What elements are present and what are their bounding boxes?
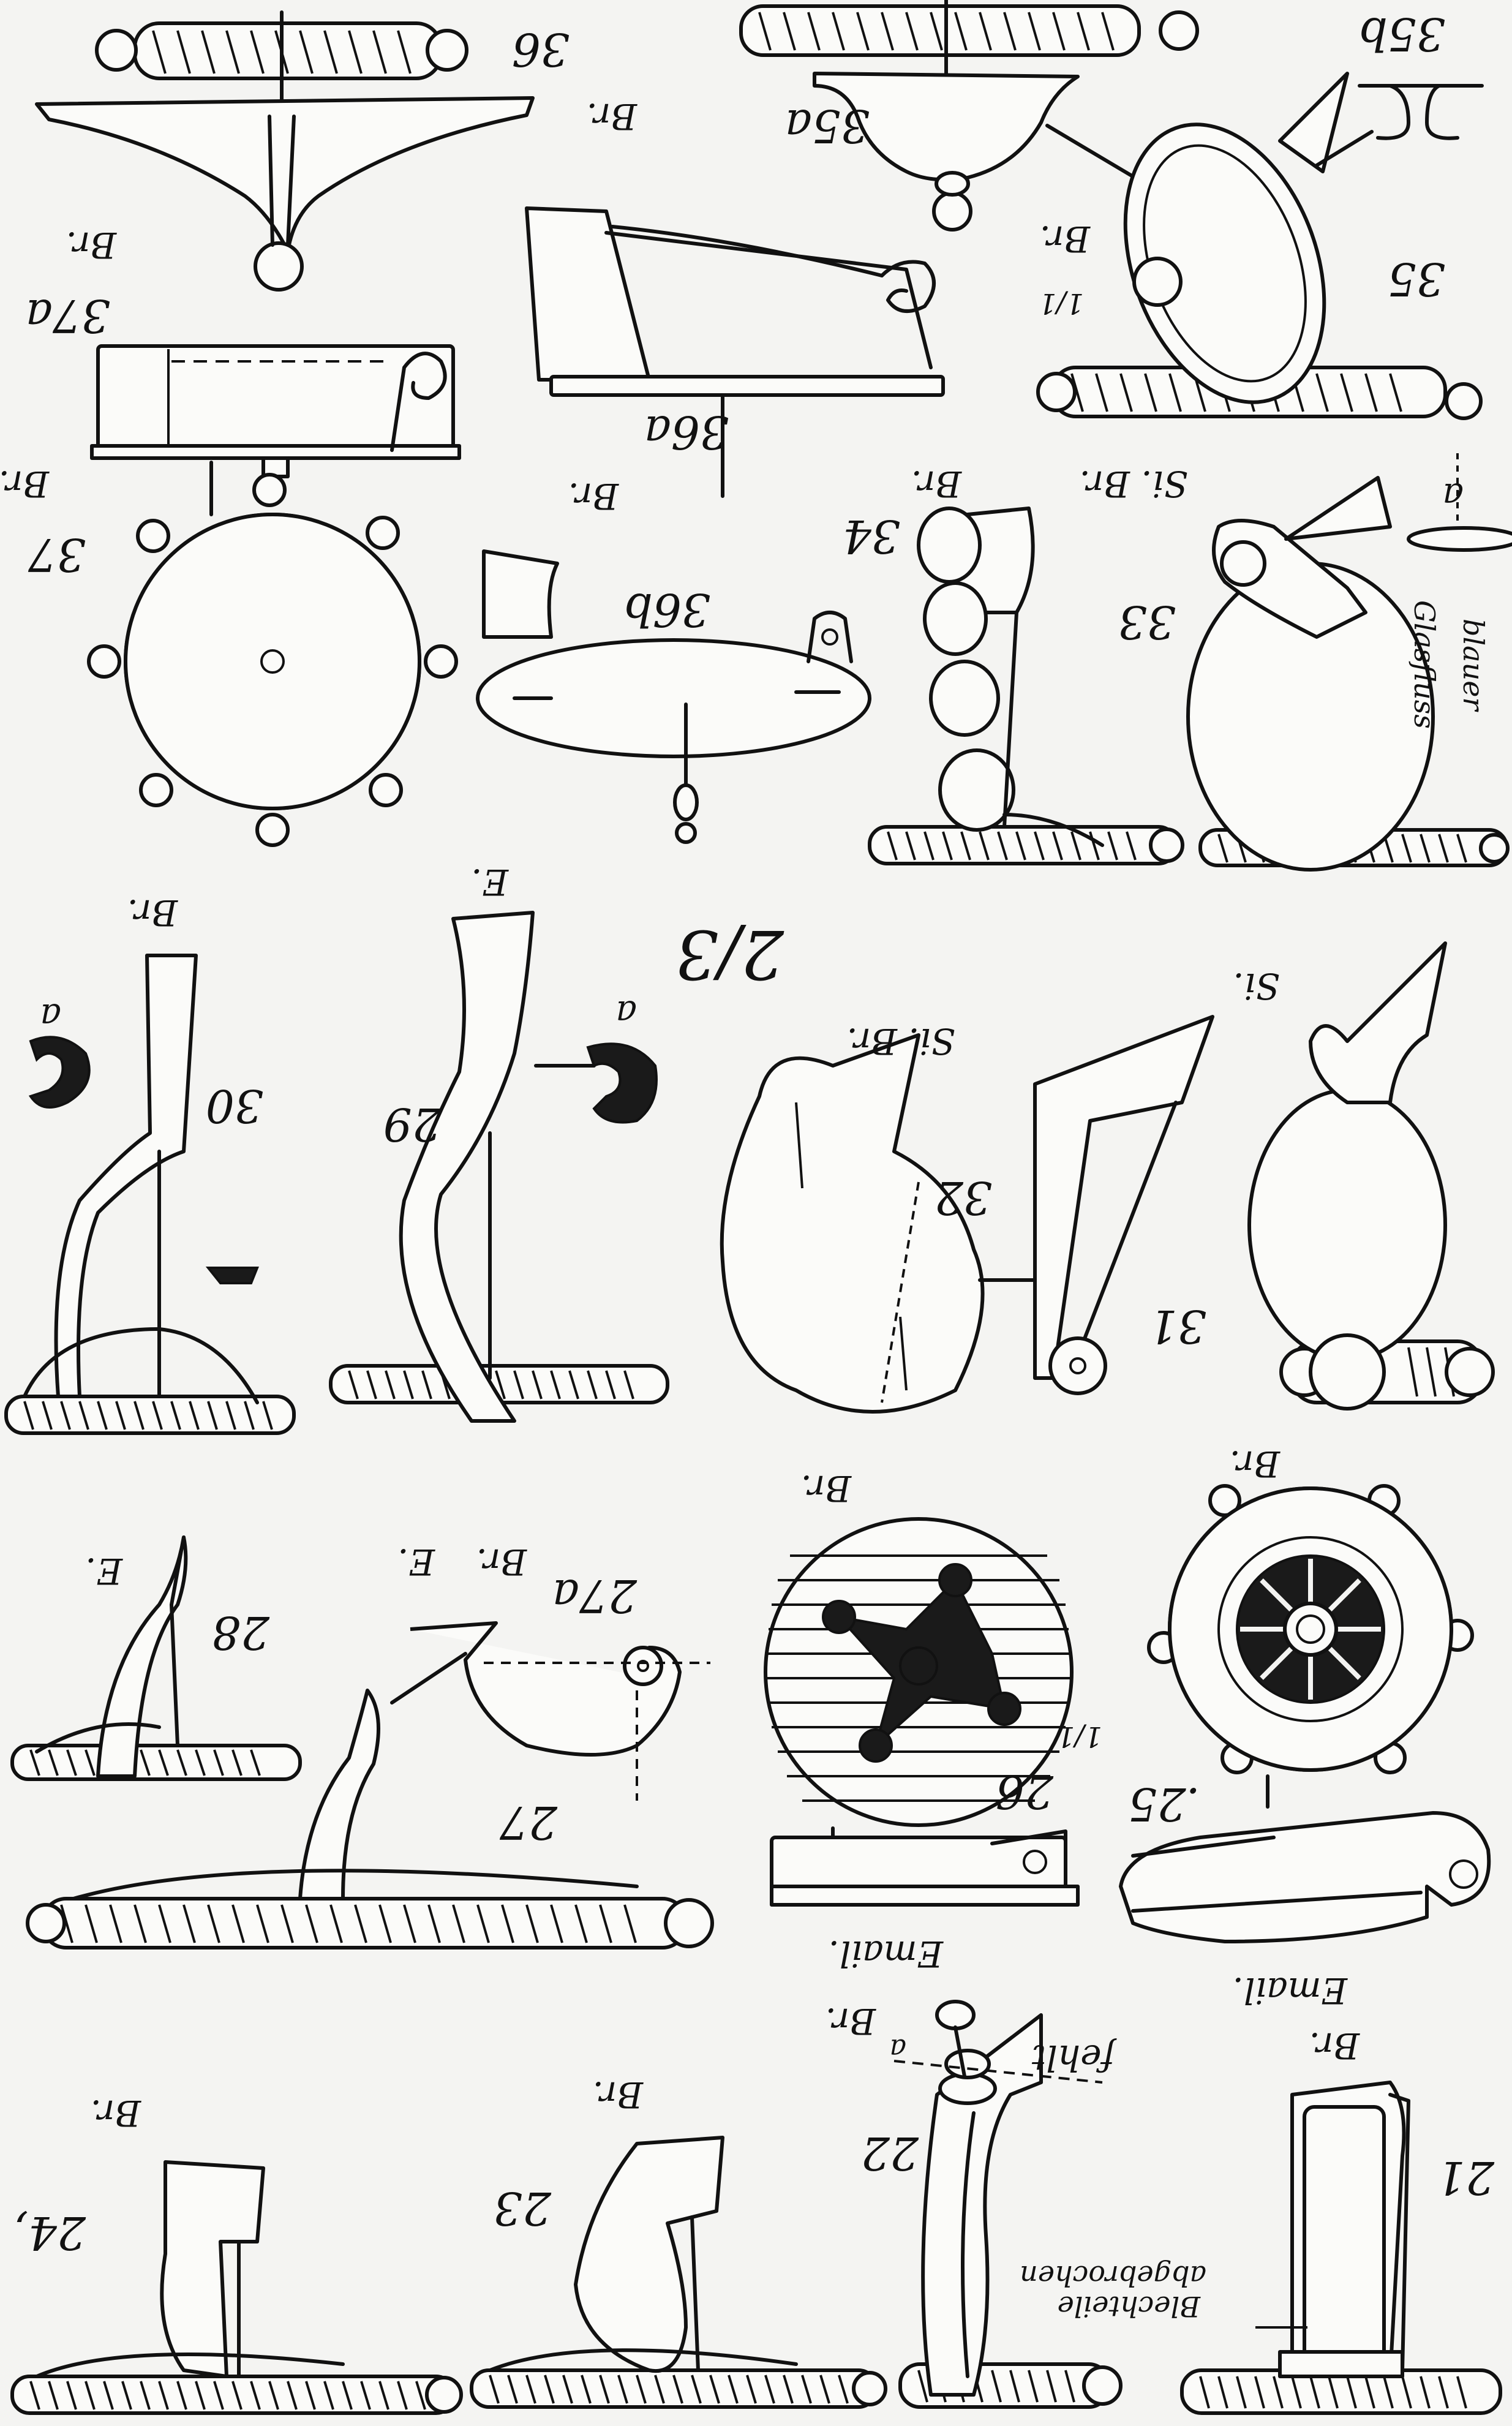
- figure-35-drawing: [1036, 72, 1483, 420]
- label-36b: 36b: [623, 583, 710, 636]
- figure-28-drawing: [10, 1535, 302, 1781]
- label-32: 32: [935, 1171, 992, 1224]
- label-br-34: Br.: [911, 463, 962, 505]
- figure-35a-drawing: [739, 0, 1199, 232]
- label-fehlt: fehlt: [1031, 2037, 1117, 2079]
- label-35: 35: [1388, 252, 1445, 305]
- plate-number: 2/3: [675, 915, 784, 993]
- label-23: 23: [494, 2182, 552, 2234]
- figure-27-drawing: [26, 1689, 714, 1949]
- label-33: 33: [1118, 595, 1176, 648]
- label-29: 29: [383, 1098, 442, 1150]
- label-26: 26: [996, 1765, 1054, 1818]
- figure-37-drawing: [87, 473, 458, 847]
- label-a-33: a: [1442, 475, 1464, 517]
- label-br-23: Br.: [593, 2074, 644, 2115]
- label-a-30: a: [40, 996, 61, 1038]
- figure-23-drawing: [470, 2136, 887, 2409]
- label-e-29: E.: [471, 861, 509, 903]
- label-email-25: Email.: [1233, 1970, 1348, 2011]
- figure-22-drawing: [893, 2000, 1123, 2409]
- figure-27a-drawing: [410, 1621, 710, 1801]
- label-a-22: a: [890, 2033, 906, 2066]
- label-abgebrochen: abgebrochen: [1020, 2259, 1206, 2292]
- label-si-31: Si.: [1233, 965, 1280, 1007]
- label-sibr-33: Si. Br.: [1079, 463, 1188, 505]
- label-e-28: E.: [85, 1550, 123, 1592]
- label-br-26: Br.: [801, 1467, 852, 1509]
- label-br-30: Br.: [127, 892, 178, 933]
- figure-26-drawing: [764, 1517, 1080, 1907]
- label-br-35: Br.: [1040, 218, 1091, 260]
- figure-37a-drawing: [90, 344, 461, 516]
- label-27: 27: [500, 1796, 558, 1848]
- label-36a: 36a: [644, 405, 729, 458]
- label-22: 22: [861, 2127, 919, 2179]
- label-27a: 27a: [552, 1569, 638, 1622]
- figure-34-drawing: [868, 507, 1184, 865]
- label-30: 30: [206, 1079, 263, 1132]
- label-11-35: 1/1: [1039, 287, 1084, 320]
- label-email-26: Email.: [829, 1933, 944, 1975]
- label-37: 37: [28, 528, 86, 581]
- figure-31-drawing: [1247, 941, 1495, 1411]
- label-21: 21: [1437, 2151, 1495, 2204]
- arrow-35a-35: [1045, 124, 1147, 186]
- label-br-36: Br.: [66, 224, 117, 266]
- figure-35b-drawing: [1315, 84, 1484, 167]
- label-34: 34: [843, 510, 900, 562]
- figure-36a-drawing: [525, 206, 945, 498]
- label-11-26: 1/1: [1057, 1720, 1102, 1754]
- figure-36-drawing: [35, 10, 535, 292]
- label-br-37: Br.: [0, 463, 50, 505]
- label-36: 36: [512, 23, 570, 75]
- figure-21-drawing: [1180, 2081, 1502, 2415]
- figure-30-drawing: [4, 954, 296, 1435]
- label-br-25: Br.: [1230, 1443, 1281, 1485]
- label-br-35a: Br.: [587, 96, 638, 137]
- figure-33a-drawing: [1407, 453, 1512, 552]
- figure-36b-drawing: [476, 549, 871, 844]
- label-br-22: Br.: [826, 2000, 876, 2042]
- label-31: 31: [1149, 1300, 1206, 1352]
- label-a-29: a: [615, 993, 637, 1034]
- label-e-27a: E.: [397, 1541, 435, 1583]
- label-25: .25: [1128, 1777, 1200, 1830]
- label-37a: 37a: [26, 289, 110, 342]
- label-35b: 35b: [1358, 7, 1445, 60]
- label-br-36a: Br.: [568, 475, 619, 517]
- label-bre-27a: Br.: [476, 1541, 527, 1583]
- figure-25-drawing: [1119, 1484, 1491, 1943]
- label-glasfluss: Glasfluss: [1408, 600, 1441, 729]
- figure-24-drawing: [10, 2160, 463, 2415]
- label-br-24: Br.: [91, 2092, 141, 2134]
- label-35a: 35a: [785, 99, 870, 152]
- figure-29-drawing: [329, 911, 669, 1423]
- label-24: 24,: [13, 2206, 86, 2259]
- arrow-27-27a: [390, 1652, 467, 1705]
- figure-33-drawing: [1186, 476, 1510, 872]
- label-br-21: Br.: [1309, 2025, 1360, 2066]
- label-28: 28: [212, 1606, 270, 1659]
- label-sibr-32: Si. Br.: [846, 1020, 955, 1062]
- label-blauer: blauer: [1457, 619, 1490, 712]
- figure-32-drawing: [720, 1015, 1214, 1414]
- label-blechteile: Blechteile: [1058, 2290, 1201, 2323]
